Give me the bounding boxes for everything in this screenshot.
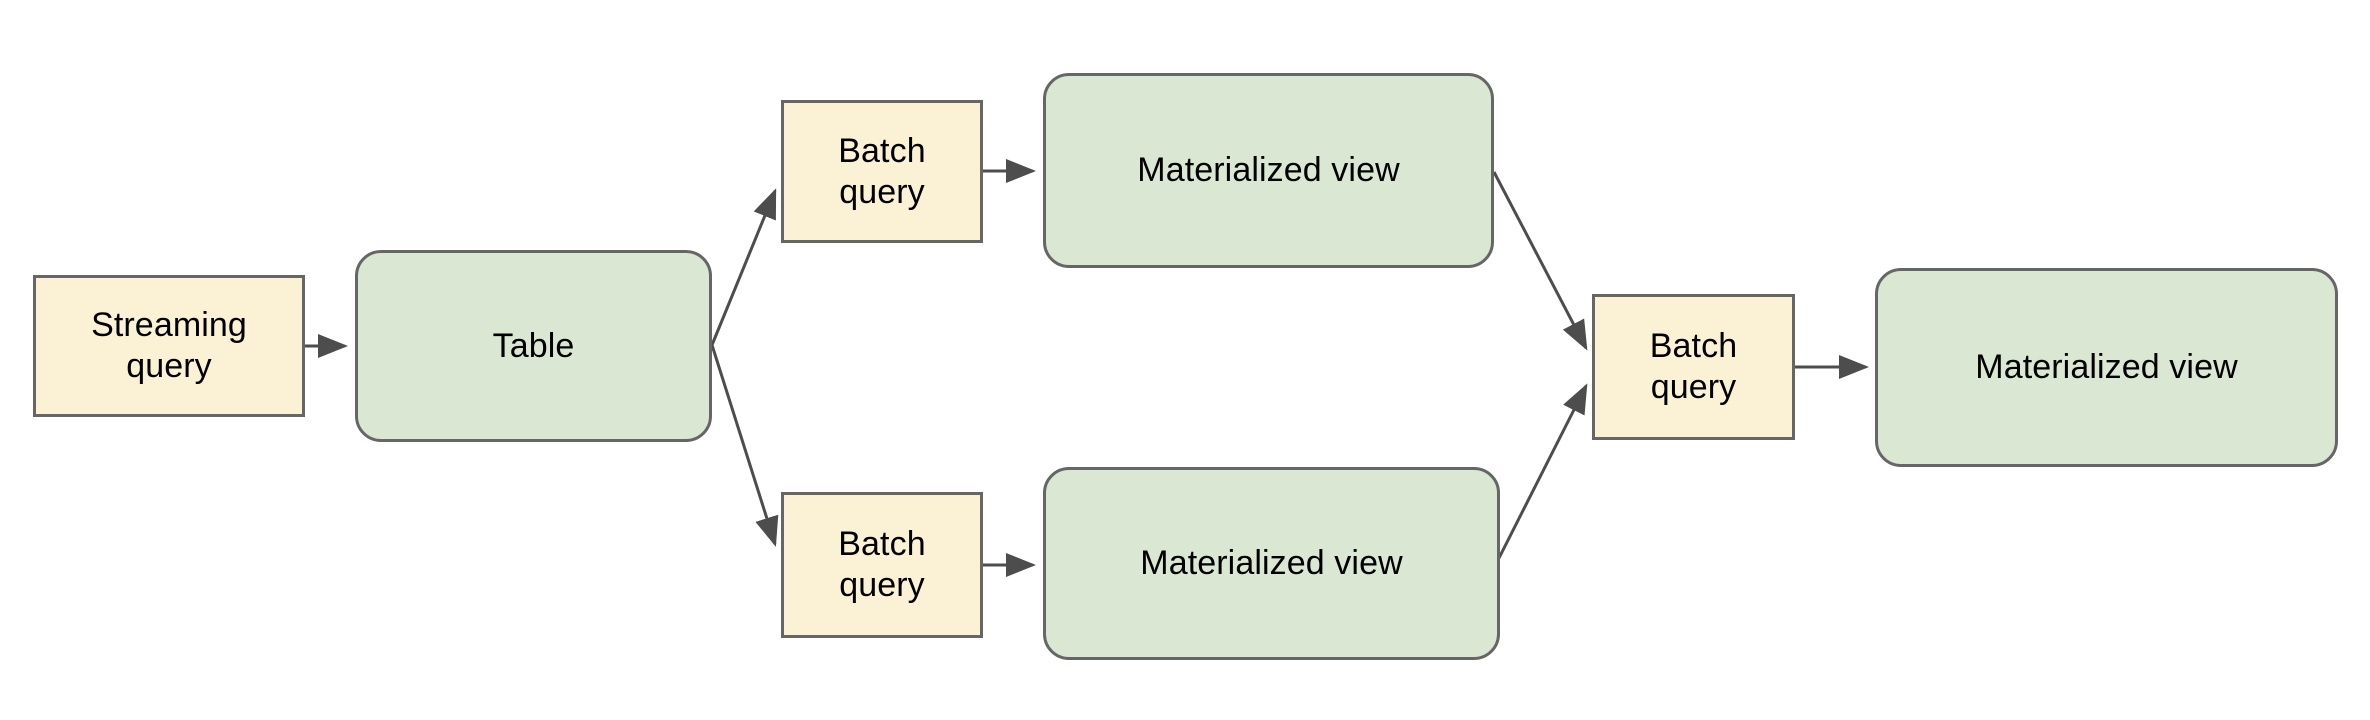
node-table[interactable]: Table (355, 250, 712, 442)
node-batch-query-bottom[interactable]: Batch query (781, 492, 983, 638)
node-materialized-view-bottom[interactable]: Materialized view (1043, 467, 1500, 660)
node-materialized-view-top[interactable]: Materialized view (1043, 73, 1494, 268)
edge-mv-top-to-batch-join (1492, 171, 1588, 351)
edge-table-to-batch-top (710, 188, 777, 346)
edge-mv-bottom-to-batch-join (1496, 383, 1588, 561)
node-materialized-view-final[interactable]: Materialized view (1875, 268, 2338, 467)
node-label-materialized-view-final: Materialized view (1975, 348, 2238, 387)
edge-table-to-batch-bottom (710, 344, 779, 547)
node-batch-query-join[interactable]: Batch query (1592, 294, 1795, 440)
node-label-batch-query-top: Batch query (838, 131, 926, 211)
node-label-materialized-view-bottom: Materialized view (1140, 544, 1403, 583)
node-streaming-query[interactable]: Streaming query (33, 275, 305, 417)
node-label-materialized-view-top: Materialized view (1137, 151, 1400, 190)
node-label-streaming-query: Streaming query (91, 306, 247, 385)
node-label-table: Table (492, 326, 575, 365)
node-label-batch-query-bottom: Batch query (838, 525, 926, 604)
node-batch-query-top[interactable]: Batch query (781, 100, 983, 243)
node-label-batch-query-join: Batch query (1649, 327, 1738, 406)
